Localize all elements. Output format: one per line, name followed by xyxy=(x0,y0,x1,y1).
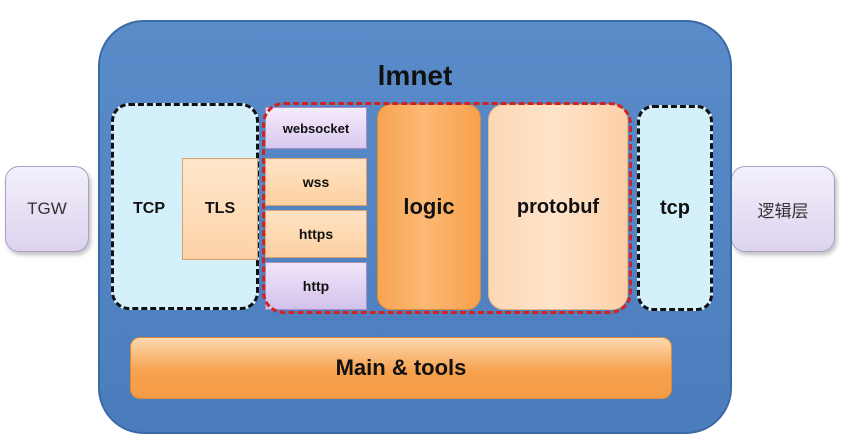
protobuf-box: protobuf xyxy=(488,104,628,310)
tcp-right-box: tcp xyxy=(637,105,713,311)
tls-box: TLS xyxy=(182,158,258,260)
logic-box: logic xyxy=(377,104,481,310)
https-box: https xyxy=(265,210,367,258)
tcp-label: TCP xyxy=(133,200,165,217)
logic-layer-node: 逻辑层 xyxy=(731,166,835,252)
tgw-node: TGW xyxy=(5,166,89,252)
panel-title: lmnet xyxy=(377,60,453,91)
websocket-box: websocket xyxy=(265,107,367,149)
wss-box: wss xyxy=(265,158,367,206)
http-box: http xyxy=(265,262,367,310)
main-tools-bar: Main & tools xyxy=(130,337,672,399)
